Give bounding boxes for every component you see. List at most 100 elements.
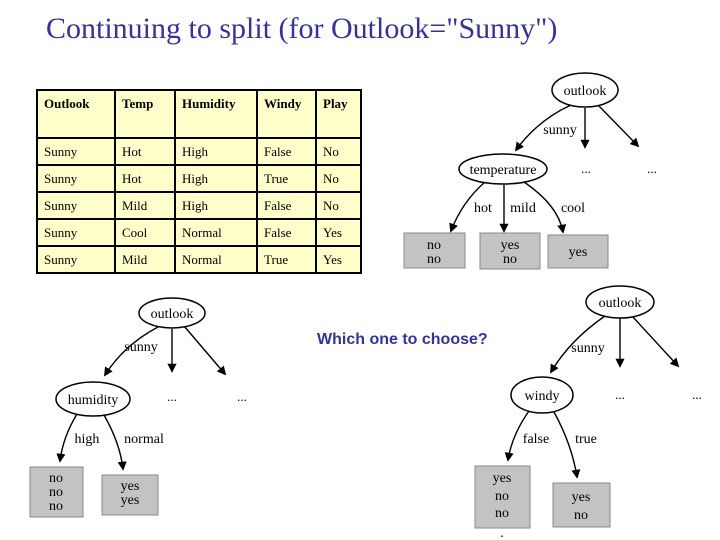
cell-outlook: Sunny — [36, 164, 116, 193]
branch-arrow-hot — [449, 181, 486, 233]
node-outlook-label: outlook — [151, 307, 194, 322]
cell-outlook: Sunny — [36, 218, 116, 247]
cell-outlook: Sunny — [36, 245, 116, 274]
node-temperature-label: temperature — [470, 163, 537, 178]
node-outlook — [138, 297, 206, 329]
cell-play: No — [315, 137, 362, 166]
branch-label-sunny: sunny — [124, 340, 157, 355]
tree-windy-split: outlook sunny ... ... windy false true y… — [474, 285, 702, 540]
leaf-line: yes — [121, 493, 140, 508]
node-temperature — [458, 153, 548, 185]
ellipsis-right: ... — [647, 161, 657, 176]
branch-label-hot: hot — [474, 201, 492, 216]
node-outlook-label: outlook — [599, 296, 642, 311]
branch-arrow-false — [504, 410, 530, 462]
ellipsis-left: ... — [615, 387, 625, 402]
cell-humidity: Normal — [174, 218, 258, 247]
cell-windy: False — [256, 191, 317, 220]
node-windy — [510, 376, 574, 414]
cell-humidity: High — [174, 191, 258, 220]
ellipsis-right: ... — [237, 389, 247, 404]
node-humidity-label: humidity — [68, 393, 119, 408]
leaf-box-mild — [479, 232, 541, 270]
table-row: Sunny Mild High False No — [36, 191, 362, 220]
leaf-line: yes — [501, 238, 520, 253]
leaf-box-high — [29, 466, 84, 518]
node-humidity — [55, 381, 131, 417]
leaf-line: no — [49, 499, 63, 514]
branch-arrow-sunny — [514, 104, 572, 152]
branch-label-true: true — [575, 432, 597, 447]
cell-temp: Hot — [114, 164, 176, 193]
table-header-row: Outlook Temp Humidity Windy Play — [36, 89, 362, 139]
table-row: Sunny Hot High True No — [36, 164, 362, 193]
leaf-line: yes — [569, 245, 588, 260]
branch-arrow-normal — [103, 414, 127, 471]
branch-label-sunny: sunny — [571, 341, 604, 356]
cell-windy: False — [256, 137, 317, 166]
branch-arrow-true — [553, 411, 581, 479]
leaf-line: yes — [121, 479, 140, 494]
table-row: Sunny Hot High False No — [36, 137, 362, 166]
leaf-box-cool — [547, 234, 609, 269]
cell-play: No — [315, 164, 362, 193]
cell-windy: False — [256, 218, 317, 247]
cell-temp: Mild — [114, 245, 176, 274]
col-header-outlook: Outlook — [36, 89, 116, 139]
cell-humidity: High — [174, 137, 258, 166]
weather-table: Outlook Temp Humidity Windy Play Sunny H… — [36, 89, 362, 274]
leaf-line: yes — [493, 471, 512, 486]
branch-arrow-right — [631, 315, 680, 368]
cell-temp: Mild — [114, 191, 176, 220]
leaf-line: no — [427, 238, 441, 253]
branch-label-high: high — [75, 432, 100, 447]
tree-temperature-split: outlook sunny ... ... temperature hot mi… — [403, 72, 657, 270]
node-windy-label: windy — [525, 389, 560, 404]
col-header-temp: Temp — [114, 89, 176, 139]
branch-label-mild: mild — [510, 201, 536, 216]
leaf-box-true — [552, 482, 611, 528]
question-text: Which one to choose? — [317, 331, 488, 348]
branch-arrow-right — [183, 325, 227, 376]
ellipsis-left: ... — [581, 161, 591, 176]
cell-play: No — [315, 191, 362, 220]
col-header-humidity: Humidity — [174, 89, 258, 139]
page-title: Continuing to split (for Outlook="Sunny"… — [46, 12, 558, 45]
leaf-box-false — [474, 465, 531, 529]
leaf-line: no — [495, 489, 509, 504]
table-row: Sunny Cool Normal False Yes — [36, 218, 362, 247]
leaf-line: no — [427, 252, 441, 267]
leaf-line: no — [495, 506, 509, 521]
leaf-line: no — [49, 485, 63, 500]
leaf-box-normal — [101, 474, 159, 516]
cell-outlook: Sunny — [36, 191, 116, 220]
branch-arrow-right — [596, 103, 640, 148]
tree-humidity-split: outlook sunny ... ... humidity high norm… — [29, 297, 247, 518]
cell-play: Yes — [315, 218, 362, 247]
cell-windy: True — [256, 164, 317, 193]
cell-humidity: Normal — [174, 245, 258, 274]
cell-temp: Hot — [114, 137, 176, 166]
col-header-windy: Windy — [256, 89, 317, 139]
ellipsis-left: ... — [167, 389, 177, 404]
branch-label-sunny: sunny — [543, 123, 576, 138]
leaf-line-clipped: . — [500, 526, 504, 540]
branch-label-cool: cool — [561, 201, 585, 216]
branch-label-false: false — [523, 432, 549, 447]
leaf-line: no — [49, 471, 63, 486]
branch-arrow-cool — [523, 181, 567, 234]
cell-windy: True — [256, 245, 317, 274]
leaf-line: no — [574, 508, 588, 523]
leaf-line: no — [503, 252, 517, 267]
node-outlook — [551, 72, 619, 108]
branch-arrow-sunny — [104, 326, 159, 377]
branch-arrow-sunny — [550, 315, 606, 374]
cell-temp: Cool — [114, 218, 176, 247]
cell-play: Yes — [315, 245, 362, 274]
table-row: Sunny Mild Normal True Yes — [36, 245, 362, 274]
ellipsis-right: ... — [692, 387, 702, 402]
cell-humidity: High — [174, 164, 258, 193]
leaf-box-hot — [403, 232, 466, 269]
leaf-line: yes — [572, 490, 591, 505]
